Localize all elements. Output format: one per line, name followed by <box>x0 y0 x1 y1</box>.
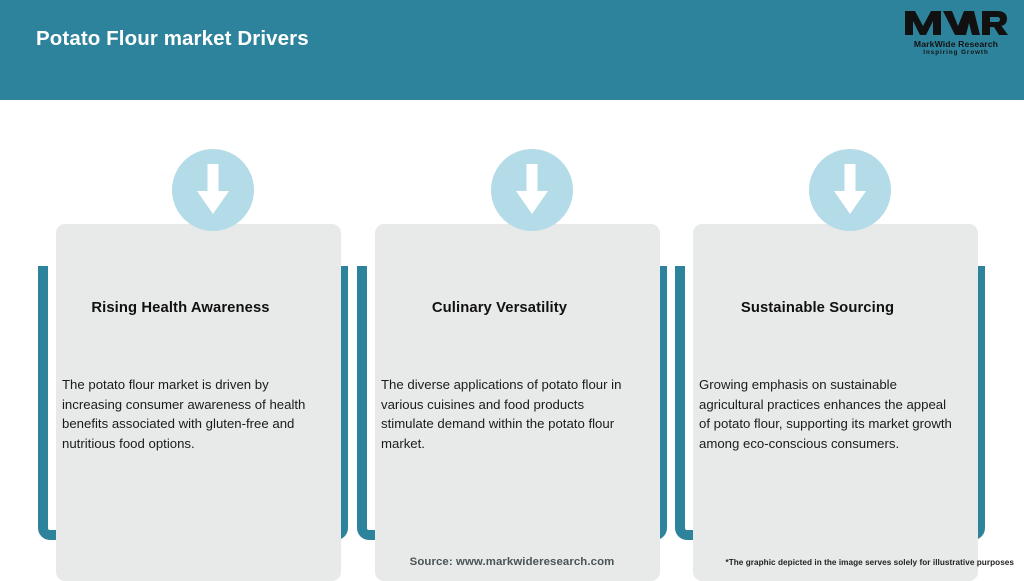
down-arrow-glyph-icon <box>197 164 229 214</box>
drivers-card-row: Rising Health Awareness The potato flour… <box>0 100 1024 581</box>
page-header: Potato Flour market Drivers MarkWide Res… <box>0 0 1024 100</box>
card-title: Sustainable Sourcing <box>740 300 895 316</box>
mwr-logomark-icon <box>905 11 1008 35</box>
illustrative-disclaimer: *The graphic depicted in the image serve… <box>725 558 1014 567</box>
driver-card-3: Sustainable Sourcing Growing emphasis on… <box>675 149 985 581</box>
down-arrow-icon <box>809 149 891 231</box>
card-body-text: The potato flour market is driven by inc… <box>62 377 306 451</box>
card-title: Culinary Versatility <box>431 300 568 316</box>
down-arrow-icon <box>172 149 254 231</box>
driver-card-1: Rising Health Awareness The potato flour… <box>38 149 348 581</box>
card-body-text: The diverse applications of potato flour… <box>381 377 622 451</box>
driver-card-2: Culinary Versatility The diverse applica… <box>357 149 667 581</box>
card-title: Rising Health Awareness <box>91 300 270 316</box>
down-arrow-icon <box>491 149 573 231</box>
page-title: Potato Flour market Drivers <box>36 27 309 50</box>
source-attribution: Source: www.markwideresearch.com <box>409 556 615 568</box>
logo-tagline: Inspiring Growth <box>923 49 989 56</box>
card-panel <box>56 224 341 581</box>
card-panel <box>693 224 978 581</box>
company-logo: MarkWide Research Inspiring Growth <box>902 8 1010 62</box>
logo-company-name: MarkWide Research <box>913 39 999 49</box>
card-panel <box>375 224 660 581</box>
card-body-text: Growing emphasis on sustainable agricult… <box>699 377 952 451</box>
down-arrow-glyph-icon <box>516 164 548 214</box>
down-arrow-glyph-icon <box>834 164 866 214</box>
